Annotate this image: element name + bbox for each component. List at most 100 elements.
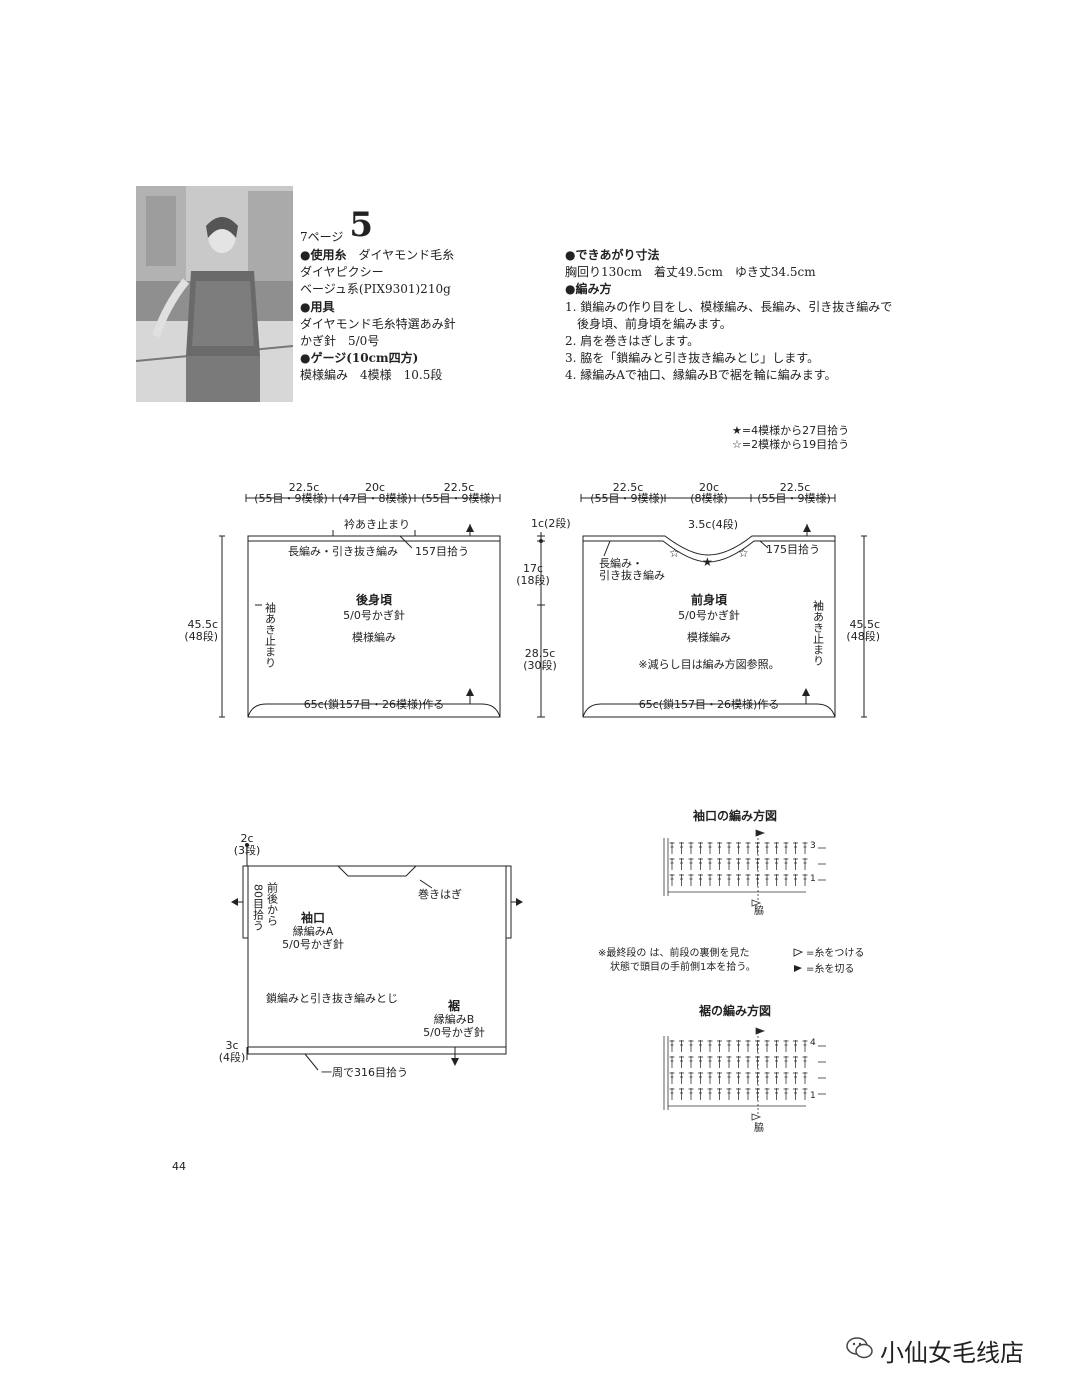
front-pattern: 模様編み	[687, 630, 731, 644]
assembly-top: 2c	[240, 832, 253, 845]
gauge-label: ●ゲージ(10cm四方)	[300, 351, 419, 366]
filled-star-legend: ★=4模様から27目拾う	[732, 424, 850, 437]
front-base: 65c(鎖157目・26模様)作る	[639, 697, 780, 711]
method-block: ●できあがり寸法 胸回り130cm 着丈49.5cm ゆき丈34.5cm ●編み…	[565, 247, 893, 385]
back-width-mid: 20c	[365, 481, 385, 494]
watermark-text: 小仙女毛线店	[880, 1339, 1024, 1367]
back-edge-stitch: 長編み・引き抜き編み	[288, 544, 398, 558]
back-height: 45.5c	[187, 618, 218, 631]
front-note: ※減らし目は編み方図参照。	[638, 657, 779, 671]
note-line-1: ※最終段の は、前段の裏側を見た	[598, 946, 750, 959]
chart-note: ※最終段の は、前段の裏側を見た 状態で頭目の手前側1本を拾う。 =糸をつける …	[598, 946, 864, 975]
back-pickup: 157目拾う	[415, 544, 469, 558]
open-star: ☆	[669, 546, 680, 560]
hem-needle: 5/0号かぎ針	[423, 1025, 485, 1039]
front-width-right-sub: (55目・9模様)	[757, 491, 831, 505]
front-width-left-sub: (55目・9模様)	[590, 491, 664, 505]
front-width-mid-sub: (8模様)	[690, 491, 728, 505]
open-star-legend: ☆=2模様から19目拾う	[732, 438, 850, 451]
assembly-top-rows: (3段)	[234, 843, 261, 857]
front-needle: 5/0号かぎ針	[678, 608, 740, 622]
back-width-mid-sub: (47目・8模様)	[338, 491, 412, 505]
hem-chart-title: 裾の編み方図	[699, 1003, 771, 1018]
cuff-title: 袖口	[301, 910, 325, 925]
method-step: 3. 脇を「鎖編みと引き抜き編みとじ」します。	[565, 351, 820, 366]
mid-top: 1c(2段)	[531, 516, 571, 530]
back-width-right-sub: (55目・9模様)	[421, 491, 495, 505]
assembly-bottom: 3c	[225, 1039, 238, 1052]
front-edge-2: 引き抜き編み	[599, 568, 665, 582]
mid-upper-rows: (18段)	[516, 573, 550, 587]
mid-dimension-line	[537, 532, 545, 718]
filled-star: ★	[702, 555, 713, 569]
cuff-pickup: 80目拾う	[252, 884, 265, 931]
method-label: ●編み方	[565, 282, 612, 297]
shoulder-seam: 巻きはぎ	[418, 887, 462, 901]
cuff-pickup-side: 前後から	[266, 881, 279, 926]
cuff-side: 脇	[754, 905, 764, 917]
hem-pickup: 一周で316目拾う	[321, 1065, 408, 1079]
tools-label: ●用具	[300, 299, 335, 314]
cut-yarn-icon	[794, 965, 802, 972]
collar-stop: 衿あき止まり	[344, 517, 410, 531]
cut-yarn-legend: =糸を切る	[806, 963, 854, 975]
back-sleeve-stop: 袖あき止まり	[264, 601, 277, 668]
attach-yarn-icon	[793, 948, 804, 957]
open-star: ☆	[738, 546, 749, 560]
tools-line-2: かぎ針 5/0号	[300, 334, 380, 349]
front-height-rows: (48段)	[846, 629, 880, 643]
note-line-2: 状態で頭目の手前側1本を拾う。	[610, 960, 756, 973]
neck-stars: ☆ ★ ☆	[669, 546, 749, 569]
hem-title: 裾	[448, 998, 460, 1013]
hem-edge: 縁編みB	[434, 1012, 475, 1026]
method-step: 後身頃、前身頃を編みます。	[577, 316, 732, 331]
attach-yarn-legend: =糸をつける	[806, 947, 864, 959]
tools-line-1: ダイヤモンド毛糸特選あみ針	[300, 316, 456, 331]
cuff-chart-title: 袖口の編み方図	[693, 808, 777, 823]
back-width-right: 22.5c	[444, 481, 475, 494]
side-seam: 鎖編みと引き抜き編みとじ	[266, 991, 398, 1005]
wechat-icon	[846, 1337, 873, 1359]
attach-yarn-icon	[751, 1113, 762, 1121]
model-photo	[136, 186, 293, 402]
hem-row-1: 1	[810, 1091, 816, 1101]
cuff-row-3: 3	[810, 841, 816, 851]
size-label: ●できあがり寸法	[565, 248, 660, 262]
back-body-diagram	[219, 494, 501, 718]
method-step: 1. 鎖編みの作り目をし、模様編み、長編み、引き抜き編みで	[565, 299, 893, 314]
back-width-left-sub: (55目・9模様)	[254, 491, 328, 505]
cuff-row-1: 1	[810, 874, 816, 884]
mid-upper: 17c	[523, 562, 543, 575]
back-title: 後身頃	[356, 592, 393, 607]
front-sleeve-stop: 袖あき止まり	[812, 599, 825, 666]
cuff-chart: 袖口の編み方図 3 1 脇	[663, 808, 826, 917]
attach-yarn-icon	[751, 899, 762, 907]
yarn-name: ダイヤピクシー	[300, 265, 384, 280]
hem-side: 脇	[754, 1122, 764, 1134]
front-neck: 3.5c(4段)	[688, 517, 738, 531]
assembly-diagram	[235, 845, 519, 1071]
front-height: 45.5c	[849, 618, 880, 631]
star-legend: ★=4模様から27目拾う ☆=2模様から19目拾う	[732, 424, 849, 452]
gauge-value: 模様編み 4模様 10.5段	[300, 368, 443, 383]
size-value: 胸回り130cm 着丈49.5cm ゆき丈34.5cm	[565, 265, 816, 280]
back-pattern: 模様編み	[352, 630, 396, 644]
front-edge-1: 長編み・	[599, 556, 643, 570]
page-number: 44	[172, 1160, 186, 1173]
mid-lower-rows: (30段)	[523, 658, 557, 672]
hem-row-4: 4	[810, 1038, 816, 1048]
back-width-left: 22.5c	[289, 481, 320, 494]
front-pickup: 175目拾う	[766, 542, 820, 556]
yarn-color: ベージュ系(PIX9301)210g	[300, 282, 451, 297]
cuff-edge: 縁編みA	[293, 924, 334, 938]
front-title: 前身頃	[691, 592, 728, 607]
assembly-bottom-rows: (4段)	[219, 1050, 246, 1064]
front-width-mid: 20c	[699, 481, 719, 494]
materials-block: ●使用糸 ダイヤモンド毛糸 ダイヤピクシー ベージュ系(PIX9301)210g…	[300, 247, 540, 385]
front-body-diagram	[580, 494, 867, 718]
yarn-brand: ダイヤモンド毛糸	[358, 248, 455, 262]
back-base: 65c(鎖157目・26模様)作る	[304, 697, 445, 711]
back-needle: 5/0号かぎ針	[343, 608, 405, 622]
